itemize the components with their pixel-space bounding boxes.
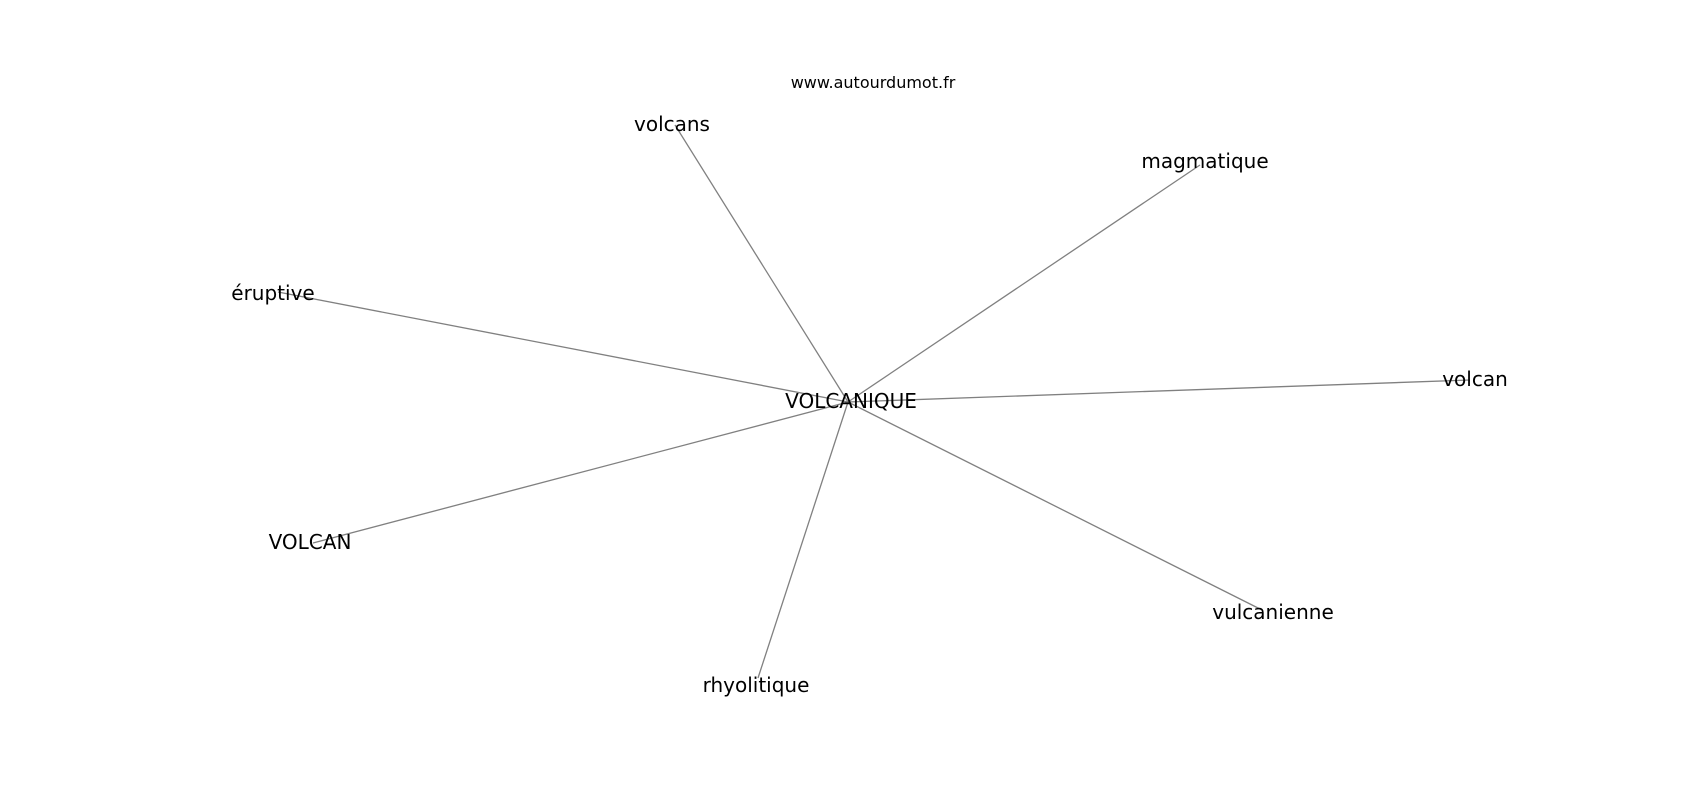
node-magmatique: magmatique (1141, 149, 1268, 173)
watermark-text: www.autourdumot.fr (791, 73, 956, 92)
edge-volcan (847, 379, 1471, 403)
edge-vulcanienne (847, 401, 1263, 611)
node-center-volcanique: VOLCANIQUE (785, 389, 917, 413)
node-eruptive: éruptive (231, 281, 314, 305)
node-volcan: volcan (1442, 367, 1508, 391)
node-rhyolitique: rhyolitique (703, 673, 810, 697)
edge-volcans (674, 124, 849, 403)
edge-magmatique (847, 164, 1201, 403)
node-volcans: volcans (634, 112, 710, 136)
edge-VOLCAN (312, 401, 849, 544)
edge-rhyolitique (757, 401, 849, 679)
edge-eruptive (277, 291, 849, 403)
node-VOLCAN: VOLCAN (269, 530, 352, 554)
node-vulcanienne: vulcanienne (1212, 600, 1334, 624)
